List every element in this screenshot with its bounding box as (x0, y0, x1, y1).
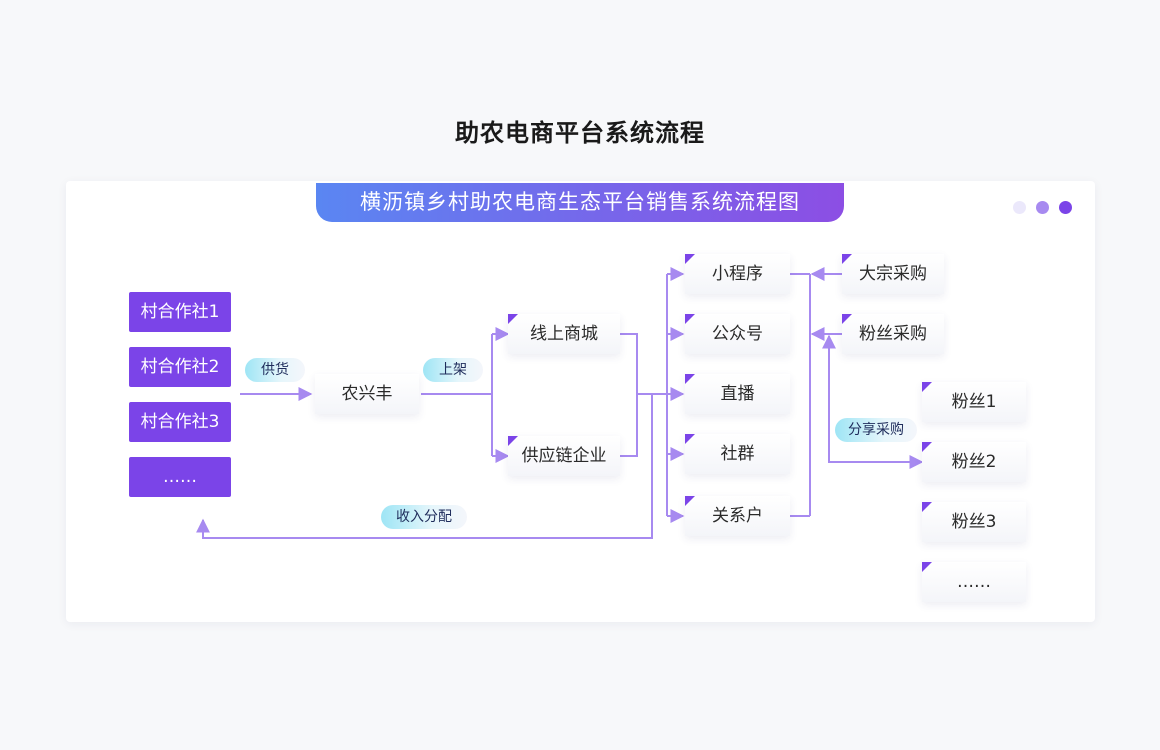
corner-marker (922, 442, 932, 452)
label-supply: 供货 (245, 358, 305, 382)
outlet-label: 社群 (720, 444, 755, 464)
buyer-label: 大宗采购 (859, 264, 927, 284)
corner-marker (685, 496, 695, 506)
corner-marker (922, 382, 932, 392)
corner-marker (685, 374, 695, 384)
cooperative-more: …… (129, 457, 231, 497)
channel-label: 供应链企业 (521, 446, 607, 466)
buyer-fan-purchase: 粉丝采购 (842, 314, 944, 354)
corner-marker (508, 314, 518, 324)
corner-marker (508, 436, 518, 446)
channel-label: 线上商城 (530, 324, 598, 344)
outlet-community: 社群 (685, 434, 790, 474)
cooperative-1: 村合作社1 (129, 292, 231, 332)
cooperative-2: 村合作社2 (129, 347, 231, 387)
line-supplychain-to-outlets (620, 394, 638, 457)
outlet-livestream: 直播 (685, 374, 790, 414)
diagram-banner: 横沥镇乡村助农电商生态平台销售系统流程图 (316, 183, 844, 222)
fan-label: …… (957, 572, 991, 592)
page-title: 助农电商平台系统流程 (455, 119, 705, 147)
supplier-node: 农兴丰 (315, 374, 419, 414)
fan-more: …… (922, 562, 1026, 602)
corner-marker (842, 314, 852, 324)
arrow-income-distribution (196, 394, 653, 539)
corner-marker (685, 254, 695, 264)
corner-marker (685, 434, 695, 444)
window-dot-dark (1059, 201, 1072, 214)
outlet-relations: 关系户 (685, 496, 790, 536)
fan-label: 粉丝3 (951, 512, 997, 532)
supplier-label: 农兴丰 (341, 384, 393, 404)
fan-1: 粉丝1 (922, 382, 1026, 422)
fan-label: 粉丝1 (951, 392, 997, 412)
corner-marker (685, 314, 695, 324)
label-income-distribution: 收入分配 (381, 505, 467, 529)
fan-3: 粉丝3 (922, 502, 1026, 542)
outlet-official-account: 公众号 (685, 314, 790, 354)
outlet-miniprogram: 小程序 (685, 254, 790, 294)
corner-marker (922, 502, 932, 512)
window-dot-light (1013, 201, 1026, 214)
corner-marker (842, 254, 852, 264)
corner-marker (922, 562, 932, 572)
cooperative-3: 村合作社3 (129, 402, 231, 442)
outlet-label: 小程序 (712, 264, 763, 284)
buyer-bulk-purchase: 大宗采购 (842, 254, 944, 294)
label-share-purchase: 分享采购 (835, 418, 917, 442)
label-listing: 上架 (423, 358, 483, 382)
line-mall-to-outlets (620, 333, 667, 395)
outlet-label: 公众号 (712, 324, 763, 344)
fan-2: 粉丝2 (922, 442, 1026, 482)
buyer-label: 粉丝采购 (859, 324, 927, 344)
fan-label: 粉丝2 (951, 452, 997, 472)
window-dot-medium (1036, 201, 1049, 214)
outlet-label: 直播 (720, 384, 755, 404)
outlet-label: 关系户 (712, 506, 763, 526)
arrow-share-purchase (822, 334, 922, 463)
channel-supply-chain: 供应链企业 (508, 436, 620, 476)
channel-online-mall: 线上商城 (508, 314, 620, 354)
